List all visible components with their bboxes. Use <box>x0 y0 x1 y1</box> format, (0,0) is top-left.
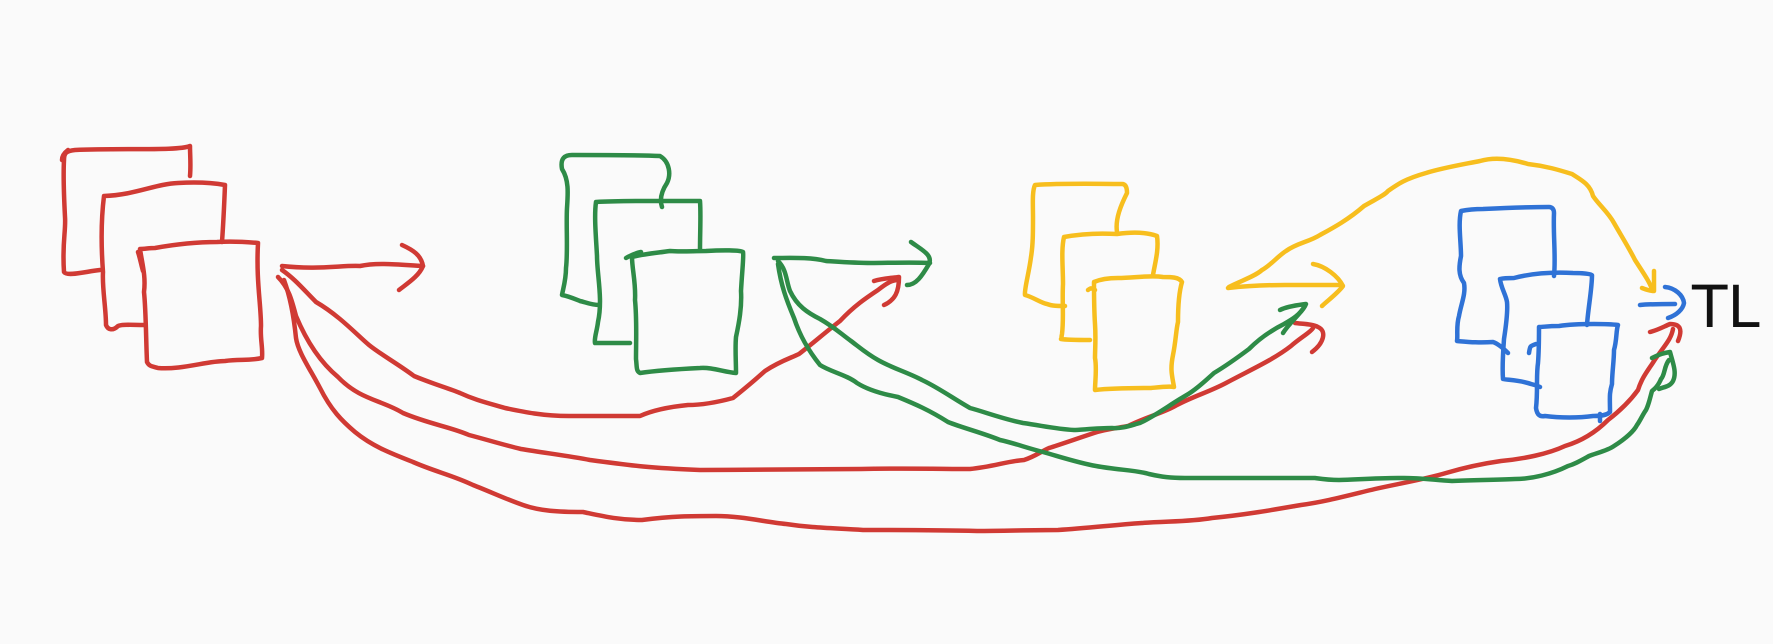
yellow-connections <box>1225 156 1657 309</box>
green-sheet-stack <box>559 152 746 376</box>
red-sheet-middle <box>99 180 228 332</box>
green-yellow-arrowhead <box>1277 301 1309 336</box>
red-sheet-back-notch <box>59 147 71 163</box>
blue-sheet-stack <box>1454 204 1621 424</box>
red-sheet-front <box>137 239 265 371</box>
green-connections <box>771 239 1677 484</box>
green-front-notch <box>623 249 644 261</box>
yellow-sheet-middle <box>1058 230 1160 343</box>
green-link-2-to-output-arrow <box>775 261 1672 484</box>
red-link-3-to-output-arrow <box>281 277 1676 534</box>
blue-connections <box>1637 284 1687 321</box>
blue-link-to-output <box>1637 301 1678 308</box>
yellow-sheet-front <box>1091 274 1185 393</box>
yellow-forward-arrowhead <box>1310 261 1346 309</box>
red-sheet-back <box>61 143 193 277</box>
blue-sheet-middle <box>1497 270 1595 390</box>
output-label: TL <box>1691 273 1760 341</box>
green-forward-arrow-1 <box>771 255 933 266</box>
yellow-link-to-output-arrow <box>1226 156 1655 292</box>
red-output-arrowhead <box>1647 321 1683 344</box>
green-output-arrowhead <box>1649 349 1677 392</box>
red-link-2-to-yellow-arrow <box>275 274 1316 473</box>
green-forward-arrowhead-1 <box>904 239 933 288</box>
yellow-forward-arrow <box>1225 282 1345 291</box>
yellow-output-arrowhead <box>1639 268 1657 294</box>
blue-sheet-back <box>1454 204 1557 356</box>
red-front-corner <box>135 249 146 274</box>
green-sheet-middle <box>592 198 703 346</box>
blue-sheet-front <box>1533 321 1621 420</box>
blue-sheet-left-tab <box>1526 341 1539 356</box>
red-forward-arrowhead-1 <box>396 242 426 293</box>
red-connections <box>275 242 1683 534</box>
green-sheet-front <box>629 248 746 376</box>
red-link-1-to-green-back-arrow <box>279 267 901 419</box>
red-yellow-arrowhead <box>1292 320 1326 355</box>
red-forward-arrow-1 <box>279 261 426 270</box>
green-link-1-to-yellow-arrow <box>775 258 1308 433</box>
green-sheet-back <box>559 152 672 308</box>
yellow-sheet-back <box>1022 181 1130 309</box>
blue-output-arrowhead <box>1662 284 1687 321</box>
yellow-middle-tab <box>1085 286 1098 293</box>
red-green-back-arrowhead <box>871 274 902 308</box>
red-sheet-stack <box>59 143 265 371</box>
yellow-sheet-stack <box>1022 181 1185 393</box>
